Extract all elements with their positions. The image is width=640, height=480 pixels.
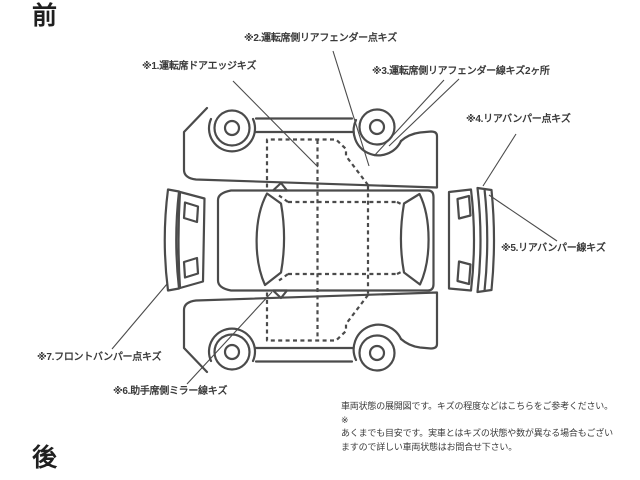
rear-face-panel: [447, 188, 476, 292]
damage-annotation-7: ※7.フロントバンパー点キズ: [37, 352, 162, 363]
damage-annotation-5: ※5.リアバンパー線キズ: [501, 243, 606, 254]
leader-line-3: [373, 78, 460, 157]
front-orientation-label: 前: [32, 2, 58, 30]
leader-line-2: [332, 50, 370, 167]
rear-end: [447, 186, 496, 294]
front-end: [163, 188, 206, 292]
roof-dashed-lines: [278, 140, 405, 340]
top-view: [216, 140, 435, 340]
damage-annotation-4: ※4.リアバンパー点キズ: [466, 114, 571, 125]
top-view-body: [216, 189, 435, 292]
headlights: [182, 201, 200, 279]
damage-annotation-1: ※1.運転席ドアエッジキズ: [142, 61, 257, 72]
windshield: [255, 192, 286, 287]
leader-line-6: [186, 291, 273, 385]
driver-side-view: [182, 106, 439, 189]
leader-lines: [111, 50, 558, 385]
leader-line-5: [488, 194, 558, 242]
leader-line-4: [482, 133, 517, 187]
damage-annotation-3: ※3.運転席側リアフェンダー線キズ2ヶ所: [372, 66, 550, 77]
leader-line-1: [232, 80, 319, 168]
disclaimer-text: 車両状態の展開図です。キズの程度などはこちらをご参考ください。※ あくまでも目安…: [341, 401, 613, 452]
front-face-panel: [177, 190, 206, 290]
damage-annotation-2: ※2.運転席側リアフェンダー点キズ: [244, 33, 397, 44]
passenger-side-view: [182, 291, 439, 374]
taillights: [456, 194, 472, 286]
leader-line-7: [111, 283, 168, 350]
rear-window: [399, 192, 430, 286]
front-bumper-strip: [163, 188, 181, 292]
driver-side-mirror: [271, 181, 289, 192]
damage-annotation-6: ※6.助手席側ミラー線キズ: [113, 386, 228, 397]
rear-orientation-label: 後: [32, 444, 58, 472]
passenger-side-mirror: [271, 289, 289, 300]
rear-bumper-strip: [476, 186, 496, 294]
